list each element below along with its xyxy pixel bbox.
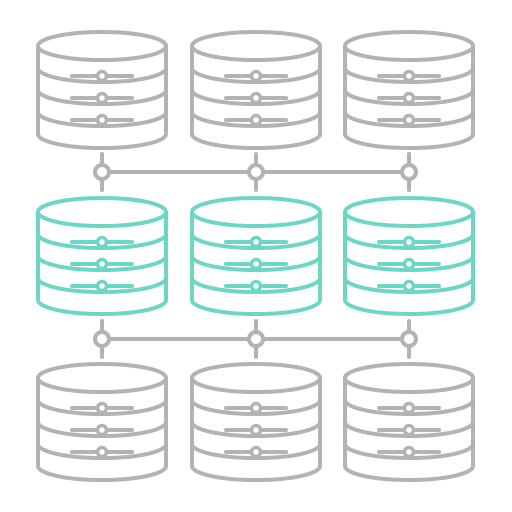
cylinder-body bbox=[343, 376, 475, 482]
drive-led bbox=[249, 235, 263, 249]
cylinder-top bbox=[190, 196, 322, 228]
cylinder-body bbox=[343, 210, 475, 316]
database-stack-icon-r2-c0 bbox=[36, 362, 168, 482]
drive-led bbox=[95, 401, 109, 415]
drive-led bbox=[95, 423, 109, 437]
drive-led bbox=[249, 91, 263, 105]
cylinder-top bbox=[36, 196, 168, 228]
drive-led bbox=[249, 113, 263, 127]
database-stack-icon-r0-c2 bbox=[343, 30, 475, 150]
drive-led bbox=[402, 113, 416, 127]
network-bus-0 bbox=[93, 152, 418, 192]
network-connectors bbox=[93, 152, 418, 359]
network-node-icon bbox=[93, 163, 111, 181]
cylinder-body bbox=[36, 44, 168, 150]
drive-led bbox=[95, 445, 109, 459]
network-bus-1 bbox=[93, 319, 418, 359]
network-node-icon bbox=[400, 330, 418, 348]
drive-led bbox=[249, 445, 263, 459]
drive-led bbox=[249, 279, 263, 293]
drive-led bbox=[95, 257, 109, 271]
drive-led bbox=[95, 113, 109, 127]
database-stack-icon-r1-c2 bbox=[343, 196, 475, 316]
drive-led bbox=[402, 423, 416, 437]
cylinder-top bbox=[343, 30, 475, 62]
cylinder-body bbox=[343, 44, 475, 150]
database-grid bbox=[36, 30, 475, 482]
drive-led bbox=[402, 401, 416, 415]
database-stack-icon-r0-c0 bbox=[36, 30, 168, 150]
drive-led bbox=[249, 257, 263, 271]
cylinder-top bbox=[36, 362, 168, 394]
cylinder-top bbox=[343, 196, 475, 228]
cylinder-body bbox=[190, 210, 322, 316]
cylinder-body bbox=[190, 44, 322, 150]
drive-led bbox=[402, 91, 416, 105]
database-stack-icon-r1-c1 bbox=[190, 196, 322, 316]
drive-led bbox=[249, 401, 263, 415]
drive-led bbox=[95, 69, 109, 83]
database-stack-icon-r2-c1 bbox=[190, 362, 322, 482]
network-node-icon bbox=[93, 330, 111, 348]
database-stack-icon-r1-c0 bbox=[36, 196, 168, 316]
drive-led bbox=[95, 279, 109, 293]
drive-led bbox=[402, 279, 416, 293]
drive-led bbox=[402, 257, 416, 271]
drive-led bbox=[402, 69, 416, 83]
network-node-icon bbox=[247, 163, 265, 181]
cylinder-body bbox=[190, 376, 322, 482]
drive-led bbox=[249, 423, 263, 437]
drive-led bbox=[95, 91, 109, 105]
drive-led bbox=[402, 235, 416, 249]
cylinder-top bbox=[190, 362, 322, 394]
cylinder-top bbox=[343, 362, 475, 394]
cylinder-body bbox=[36, 376, 168, 482]
network-node-icon bbox=[400, 163, 418, 181]
cylinder-top bbox=[36, 30, 168, 62]
cylinder-top bbox=[190, 30, 322, 62]
database-stack-icon-r0-c1 bbox=[190, 30, 322, 150]
cylinder-body bbox=[36, 210, 168, 316]
database-stack-icon-r2-c2 bbox=[343, 362, 475, 482]
drive-led bbox=[249, 69, 263, 83]
drive-led bbox=[95, 235, 109, 249]
drive-led bbox=[402, 445, 416, 459]
network-node-icon bbox=[247, 330, 265, 348]
